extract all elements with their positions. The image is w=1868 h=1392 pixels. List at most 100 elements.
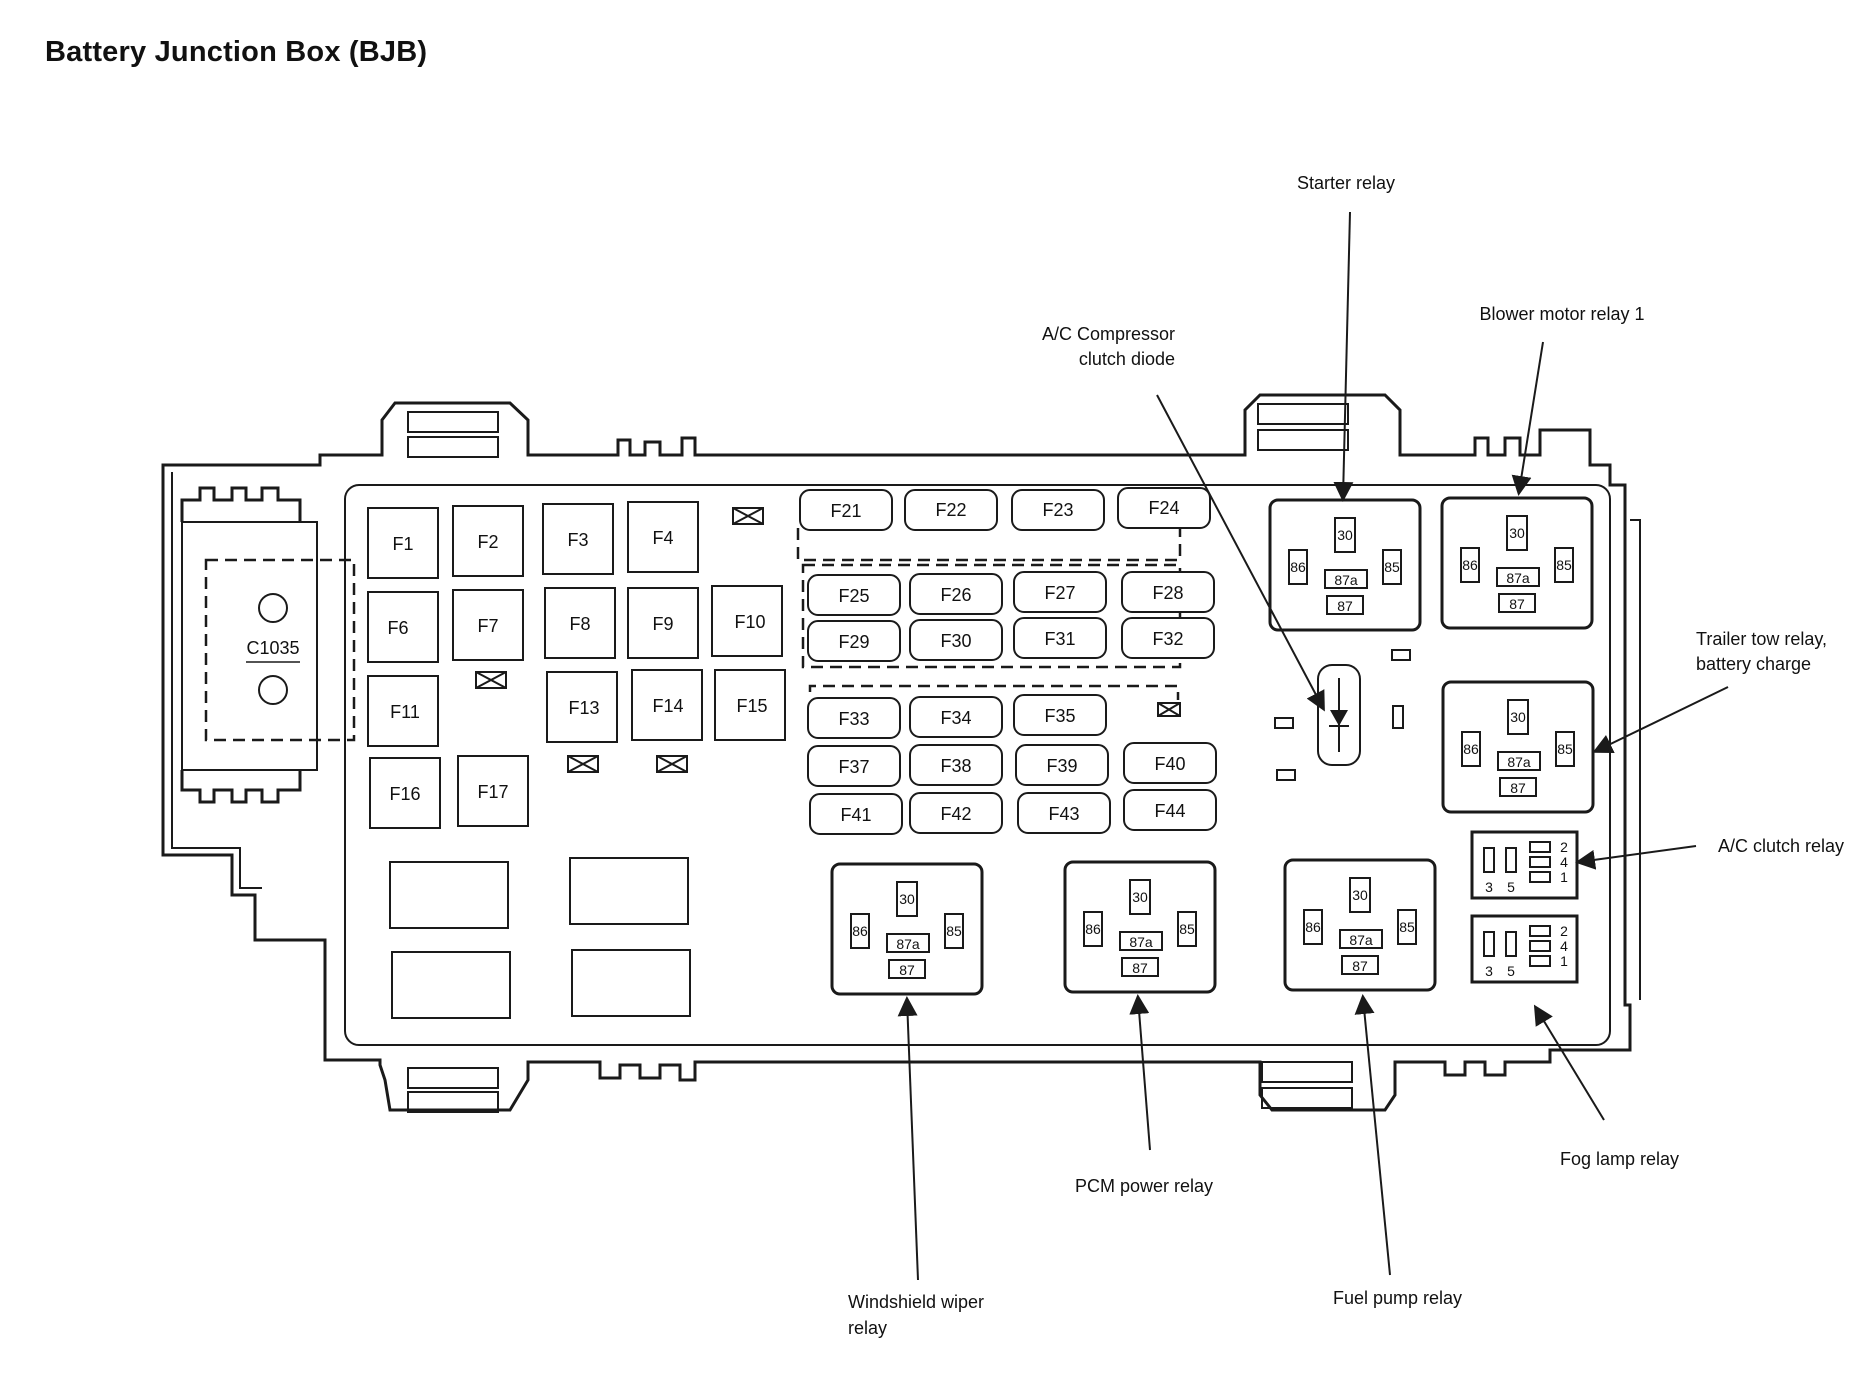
svg-text:F41: F41 xyxy=(840,805,871,825)
mini-fuse-dashed-guides xyxy=(796,528,1182,700)
svg-text:F16: F16 xyxy=(389,784,420,804)
svg-text:87: 87 xyxy=(1132,960,1148,976)
fuse-f26[interactable]: F26 xyxy=(909,573,1003,615)
label-trailer-tow-line1: Trailer tow relay, xyxy=(1696,629,1827,649)
svg-text:30: 30 xyxy=(1509,525,1525,541)
svg-text:85: 85 xyxy=(1557,741,1573,757)
ac-compressor-clutch-diode[interactable] xyxy=(1317,664,1361,766)
svg-text:F10: F10 xyxy=(734,612,765,632)
relay-blower-motor-1[interactable]: 30 86 85 87a 87 xyxy=(1440,496,1594,630)
svg-text:86: 86 xyxy=(852,923,868,939)
svg-text:1: 1 xyxy=(1560,953,1568,969)
svg-text:86: 86 xyxy=(1290,559,1306,575)
svg-text:F7: F7 xyxy=(477,616,498,636)
fuse-f25[interactable]: F25 xyxy=(807,574,901,616)
svg-text:85: 85 xyxy=(1179,921,1195,937)
svg-text:F22: F22 xyxy=(935,500,966,520)
relay-fuel-pump[interactable]: 30 86 85 87a 87 xyxy=(1283,858,1437,992)
fuse-f3[interactable]: F3 xyxy=(542,503,614,575)
svg-text:2: 2 xyxy=(1560,923,1568,939)
svg-text:F32: F32 xyxy=(1152,629,1183,649)
fuse-f28[interactable]: F28 xyxy=(1121,571,1215,613)
fuse-f4[interactable]: F4 xyxy=(627,501,699,573)
fuse-f40[interactable]: F40 xyxy=(1123,742,1217,784)
svg-text:87a: 87a xyxy=(1334,572,1358,588)
relay-starter[interactable]: 30 86 85 87a 87 xyxy=(1268,498,1422,632)
svg-text:F40: F40 xyxy=(1154,754,1185,774)
fuse-f39[interactable]: F39 xyxy=(1015,744,1109,786)
fuse-f33[interactable]: F33 xyxy=(807,697,901,739)
fuse-f27[interactable]: F27 xyxy=(1013,571,1107,613)
svg-text:F9: F9 xyxy=(652,614,673,634)
svg-text:85: 85 xyxy=(1384,559,1400,575)
label-ac-diode-line2: clutch diode xyxy=(1079,349,1175,369)
svg-text:F14: F14 xyxy=(652,696,683,716)
svg-text:F31: F31 xyxy=(1044,629,1075,649)
fuse-f11[interactable]: F11 xyxy=(367,675,439,747)
fuse-f43[interactable]: F43 xyxy=(1017,792,1111,834)
svg-text:30: 30 xyxy=(1352,887,1368,903)
fuse-f10[interactable]: F10 xyxy=(711,585,783,657)
svg-text:85: 85 xyxy=(1399,919,1415,935)
svg-text:86: 86 xyxy=(1085,921,1101,937)
fuse-f8[interactable]: F8 xyxy=(544,587,616,659)
fuse-f30[interactable]: F30 xyxy=(909,619,1003,661)
fuse-f7[interactable]: F7 xyxy=(452,589,524,661)
label-blower-motor-relay: Blower motor relay 1 xyxy=(1479,304,1644,324)
fuse-f21[interactable]: F21 xyxy=(799,489,893,531)
svg-text:87a: 87a xyxy=(1349,932,1373,948)
svg-text:85: 85 xyxy=(946,923,962,939)
fuse-f42[interactable]: F42 xyxy=(909,792,1003,834)
fuse-f38[interactable]: F38 xyxy=(909,744,1003,786)
connector-label: C1035 xyxy=(246,638,299,658)
fuse-f37[interactable]: F37 xyxy=(807,745,901,787)
fuse-f29[interactable]: F29 xyxy=(807,620,901,662)
fuse-f17[interactable]: F17 xyxy=(457,755,529,827)
relay-trailer-tow-battery-charge[interactable]: 30 86 85 87a 87 xyxy=(1441,680,1595,814)
label-wiper-relay-line1: Windshield wiper xyxy=(848,1292,984,1312)
svg-text:F37: F37 xyxy=(838,757,869,777)
fuse-f23[interactable]: F23 xyxy=(1011,489,1105,531)
fuse-f31[interactable]: F31 xyxy=(1013,617,1107,659)
svg-text:F15: F15 xyxy=(736,696,767,716)
relay-windshield-wiper[interactable]: 30 86 85 87a 87 xyxy=(830,862,984,996)
fuse-f13[interactable]: F13 xyxy=(546,671,618,743)
svg-text:F6: F6 xyxy=(387,618,408,638)
relay-fog-lamp[interactable]: 2 4 1 3 5 xyxy=(1470,914,1579,984)
page-title: Battery Junction Box (BJB) xyxy=(45,36,428,68)
fuse-f1[interactable]: F1 xyxy=(367,507,439,579)
svg-text:4: 4 xyxy=(1560,938,1568,954)
svg-text:F28: F28 xyxy=(1152,583,1183,603)
fuse-f16[interactable]: F16 xyxy=(369,757,441,829)
svg-text:1: 1 xyxy=(1560,869,1568,885)
fuse-f15[interactable]: F15 xyxy=(714,669,786,741)
fuse-f44[interactable]: F44 xyxy=(1123,789,1217,831)
svg-text:4: 4 xyxy=(1560,854,1568,870)
fuse-f9[interactable]: F9 xyxy=(627,587,699,659)
fuse-f35[interactable]: F35 xyxy=(1013,694,1107,736)
label-wiper-relay-line2: relay xyxy=(848,1318,887,1338)
svg-text:30: 30 xyxy=(1132,889,1148,905)
svg-text:F29: F29 xyxy=(838,632,869,652)
fuse-f24[interactable]: F24 xyxy=(1117,487,1211,529)
fuse-f2[interactable]: F2 xyxy=(452,505,524,577)
fuse-f14[interactable]: F14 xyxy=(631,669,703,741)
svg-text:87: 87 xyxy=(1509,596,1525,612)
svg-text:F1: F1 xyxy=(392,534,413,554)
fuse-f22[interactable]: F22 xyxy=(904,489,998,531)
relay-ac-clutch[interactable]: 2 4 1 3 5 xyxy=(1470,830,1579,900)
svg-text:F34: F34 xyxy=(940,708,971,728)
fuse-f34[interactable]: F34 xyxy=(909,696,1003,738)
svg-text:F27: F27 xyxy=(1044,583,1075,603)
relay-pcm-power[interactable]: 30 86 85 87a 87 xyxy=(1063,860,1217,994)
fuse-f32[interactable]: F32 xyxy=(1121,617,1215,659)
svg-text:F13: F13 xyxy=(568,698,599,718)
fuse-f6[interactable]: F6 xyxy=(367,591,439,663)
svg-text:87: 87 xyxy=(1352,958,1368,974)
fuse-f41[interactable]: F41 xyxy=(809,793,903,835)
svg-text:87a: 87a xyxy=(1129,934,1153,950)
svg-text:F35: F35 xyxy=(1044,706,1075,726)
svg-text:F3: F3 xyxy=(567,530,588,550)
label-ac-diode-line1: A/C Compressor xyxy=(1042,324,1175,344)
